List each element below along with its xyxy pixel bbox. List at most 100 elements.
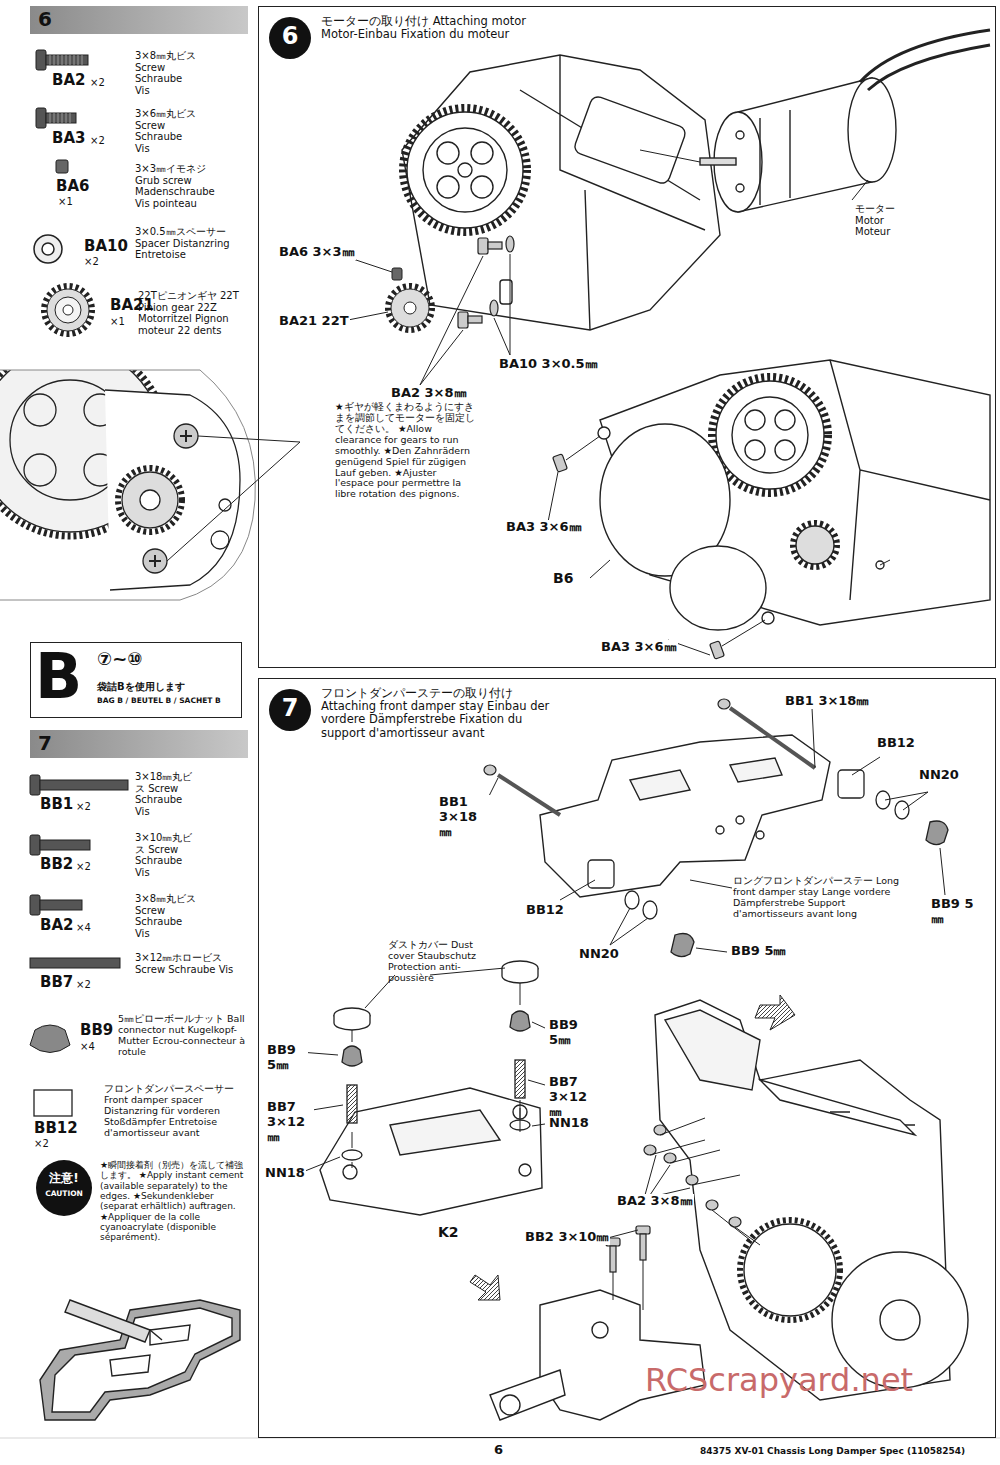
spacers-washers [838,770,864,798]
step-panel: フロントダンパーステーの取り付け Attaching front damper … [258,678,996,1438]
detail-zoom [180,430,192,442]
screws [468,316,482,323]
screws [553,454,568,472]
step-header-bar: 6 [30,6,248,34]
pinion-gear [404,302,416,314]
step-number-badge: 6 [269,17,311,59]
part-callout: BB9 5㎜ [548,1018,590,1048]
gearbox [573,95,687,186]
ball-nut-icon [30,1025,70,1053]
motor [760,110,790,205]
part-code: BA10 [84,238,128,255]
pinion-icon [55,297,81,323]
spacer-icon [42,243,54,255]
caution-badge: 注意!CAUTION [36,1160,92,1216]
gearbox [437,142,459,164]
leader-line [482,708,945,952]
part-callout: NN20 [918,768,960,783]
quantity: ×4 [76,922,91,934]
step-title: モーターの取り付け Attaching motor Motor-Einbau F… [321,15,556,41]
dust-cover-set [515,1060,525,1098]
part-description: 3×10㎜丸ビス Screw Schraube Vis [135,832,197,878]
part-description: 3×18㎜丸ビス Screw Schraube Vis [135,771,197,817]
pinion-icon [44,286,92,334]
gearbox-assembled [670,546,766,630]
gearbox [423,128,507,212]
damper-stay [736,816,744,824]
spacers-washers [895,801,909,819]
part-callout: BB9 5㎜ [730,944,802,959]
detail-zoom [143,549,167,573]
motor [736,184,744,192]
assembly-note: ★ギヤが軽くまわるようにすきまを調節してモーターを固定してください。 ★Allo… [335,402,477,500]
screw-icon [50,55,82,65]
screw-icon [30,775,40,795]
quantity: ×1 [58,196,73,208]
screw-icon [30,775,128,968]
part-callout: BB9 5㎜ [930,897,976,927]
screws [710,641,725,659]
part-description: 3×8㎜丸ビス Screw Schraube Vis [135,50,197,96]
bag-text: 袋詰Bを使用します [97,681,185,693]
damper-stay [716,826,724,834]
screw-icon [30,958,120,968]
motor [700,158,736,165]
screws [488,242,502,249]
part-callout: BB12 [525,903,565,918]
screws [730,708,815,768]
leader-line [300,968,545,1173]
dust-cover-set [510,1011,530,1031]
spacers-washers [926,821,948,845]
bag-text: ⑦~⑩ [97,649,143,670]
spacers-washers [643,901,657,919]
motor [736,131,744,139]
screws [458,236,514,328]
motor [860,30,990,90]
detail-zoom [122,472,178,528]
part-code: BA2 [52,72,85,89]
part-callout: K2 [437,1224,460,1240]
screws [506,236,514,252]
part-callout: BA21 22T [278,314,350,329]
grub-screw [392,268,402,280]
step-number: 注意! [36,1172,92,1186]
front-bulkhead [490,1370,565,1420]
detail-zoom [24,454,56,486]
gearbox-assembled [796,526,834,564]
part-callout: BA3 3×6㎜ [505,520,583,535]
part-callout: BB1 3×18㎜ [438,795,490,840]
grub-screw-icon [56,160,68,173]
assembled-unit [880,1300,920,1340]
grub-screw-icon [56,160,68,173]
detail-zoom [149,555,161,567]
spacers-washers [671,934,694,957]
screw-icon [36,108,46,128]
gearbox-assembled [793,523,837,567]
assembled-unit [760,1080,915,1135]
pinion-gear [391,289,429,327]
gearbox [520,55,705,330]
part-callout: BB1 3×18㎜ [784,694,870,709]
part-code: BB7 [40,974,73,991]
part-name: ダストカバー Dust cover Staubschutz Protection… [388,940,478,984]
part-callout: BB7 3×12㎜ [548,1075,596,1120]
ball-nut-icon [30,1025,70,1053]
caution-figure [40,1300,240,1420]
motor [700,30,990,212]
quantity: ×2 [84,256,99,268]
screws [478,238,488,254]
caution-figure [40,1300,240,1420]
part-callout: BB7 3×12㎜ [266,1100,314,1145]
dust-cover-set [334,1015,370,1030]
quantity: ×2 [76,979,91,991]
front-bulkhead [500,1395,520,1415]
step-panel: モーターの取り付け Attaching motor Motor-Einbau F… [258,6,996,668]
screws [498,775,560,815]
screw-icon [40,780,128,790]
part-description: 3×8㎜丸ビス Screw Schraube Vis [135,893,197,939]
step-number-badge: 7 [269,689,311,731]
zoom-outline [0,370,255,600]
assembled-unit [744,1224,836,1316]
gearbox [458,163,472,177]
screws [640,1234,646,1260]
